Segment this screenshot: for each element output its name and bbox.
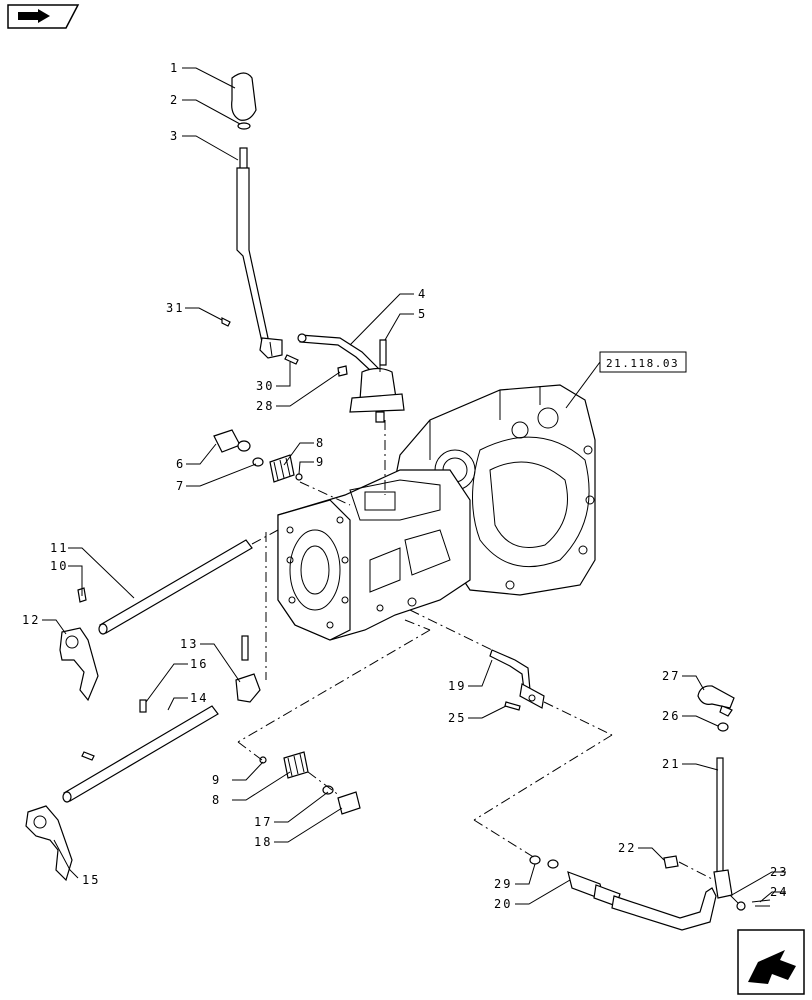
shift-rail-lower bbox=[25, 635, 261, 882]
callout-28[interactable]: 28 bbox=[256, 399, 274, 413]
callout-17[interactable]: 17 bbox=[254, 815, 272, 829]
callout-30[interactable]: 30 bbox=[256, 379, 274, 393]
centerlines bbox=[237, 365, 742, 907]
callout-31[interactable]: 31 bbox=[166, 301, 184, 315]
front-housing bbox=[277, 469, 471, 641]
callout-24[interactable]: 24 bbox=[770, 885, 788, 899]
callout-23[interactable]: 23 bbox=[770, 865, 788, 879]
callout-9-lower[interactable]: 9 bbox=[212, 773, 221, 787]
callout-labels: 1 2 3 4 5 6 7 8 9 10 11 12 13 14 15 16 1… bbox=[22, 61, 788, 911]
reference-label[interactable]: 21.118.03 bbox=[565, 351, 687, 409]
callout-9-upper[interactable]: 9 bbox=[316, 455, 325, 469]
callout-16[interactable]: 16 bbox=[190, 657, 208, 671]
shift-rod-assembly bbox=[297, 333, 405, 423]
callout-25[interactable]: 25 bbox=[448, 711, 466, 725]
callout-20[interactable]: 20 bbox=[494, 897, 512, 911]
callout-14[interactable]: 14 bbox=[190, 691, 208, 705]
callout-29[interactable]: 29 bbox=[494, 877, 512, 891]
callout-15[interactable]: 15 bbox=[82, 873, 100, 887]
callout-2[interactable]: 2 bbox=[170, 93, 179, 107]
leader-lines bbox=[42, 67, 786, 905]
callout-27[interactable]: 27 bbox=[662, 669, 680, 683]
callout-8-lower[interactable]: 8 bbox=[212, 793, 221, 807]
callout-6[interactable]: 6 bbox=[176, 457, 185, 471]
callout-11[interactable]: 11 bbox=[50, 541, 68, 555]
callout-12[interactable]: 12 bbox=[22, 613, 40, 627]
callout-4[interactable]: 4 bbox=[418, 287, 427, 301]
gear-lever-assembly bbox=[221, 72, 299, 365]
callout-7[interactable]: 7 bbox=[176, 479, 185, 493]
lever-21-assembly bbox=[697, 685, 735, 899]
callout-21[interactable]: 21 bbox=[662, 757, 680, 771]
lever-20-assembly bbox=[529, 855, 717, 931]
callout-22[interactable]: 22 bbox=[618, 841, 636, 855]
next-page-arrow-icon[interactable] bbox=[737, 929, 805, 995]
callout-26[interactable]: 26 bbox=[662, 709, 680, 723]
reference-text: 21.118.03 bbox=[606, 357, 679, 370]
callout-8-upper[interactable]: 8 bbox=[316, 436, 325, 450]
callout-10[interactable]: 10 bbox=[50, 559, 68, 573]
callout-5[interactable]: 5 bbox=[418, 307, 427, 321]
callout-1[interactable]: 1 bbox=[170, 61, 179, 75]
shift-rail-upper bbox=[59, 539, 253, 702]
callout-3[interactable]: 3 bbox=[170, 129, 179, 143]
callout-18[interactable]: 18 bbox=[254, 835, 272, 849]
callout-19[interactable]: 19 bbox=[448, 679, 466, 693]
callout-13[interactable]: 13 bbox=[180, 637, 198, 651]
lever-19 bbox=[489, 649, 545, 711]
detent-upper bbox=[213, 429, 303, 483]
detent-lower bbox=[259, 751, 361, 815]
book-arrow-icon[interactable] bbox=[7, 4, 80, 29]
